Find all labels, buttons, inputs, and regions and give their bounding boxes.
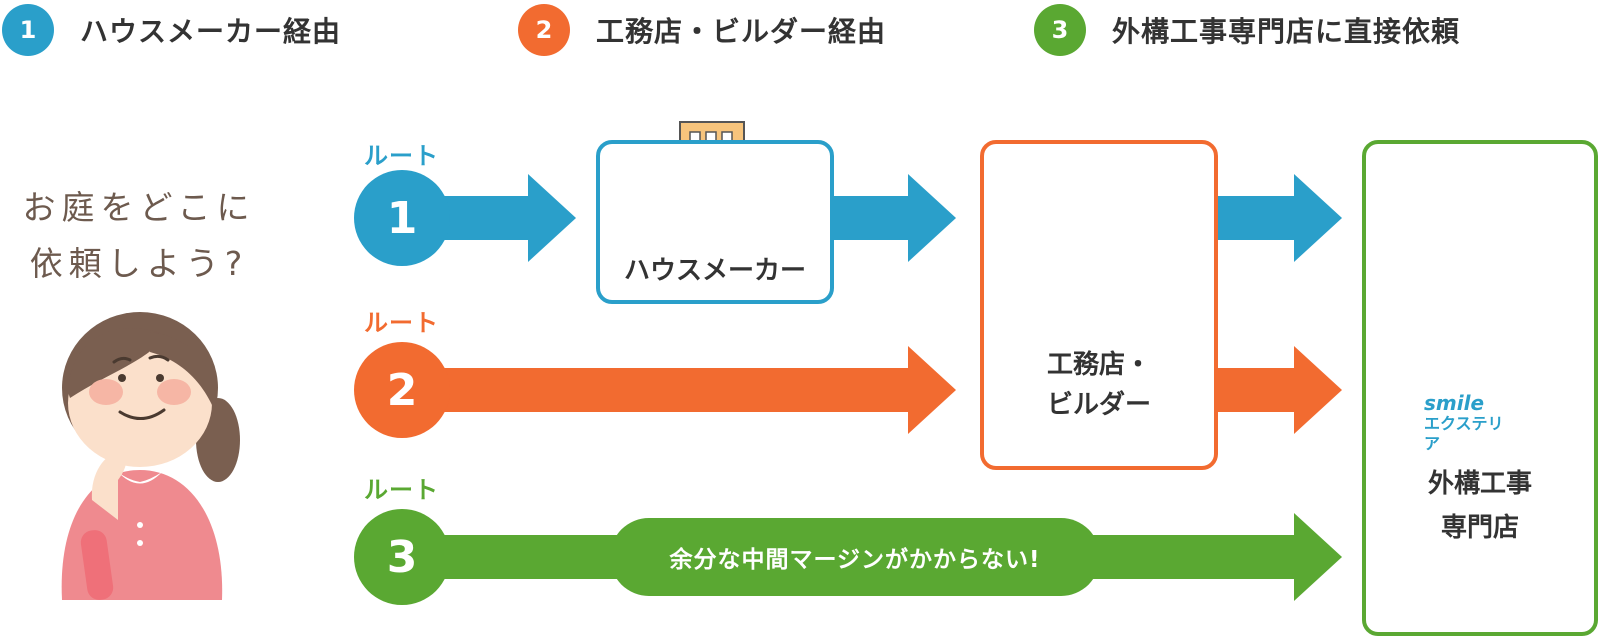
builder-label-line-2: ビルダー xyxy=(1046,390,1151,420)
route-label-2: ルート xyxy=(364,309,439,337)
route-number-3: 3 xyxy=(354,509,450,605)
legend-label-1: ハウスメーカー経由 xyxy=(80,15,342,48)
legend-label-2: 工務店・ビルダー経由 xyxy=(596,15,887,48)
route-label-1: ルート xyxy=(364,142,439,170)
legend-number-3: 3 xyxy=(1034,4,1086,56)
smile-logo-text: smile エクステリア xyxy=(1424,392,1514,454)
exterior-logo-word: エクステリア xyxy=(1424,414,1504,453)
builder-label: 工務店・ ビルダー xyxy=(980,345,1218,425)
exterior-specialist-label: 外構工事 専門店 xyxy=(1362,462,1598,550)
question-line-1: お庭をどこに xyxy=(22,188,256,227)
legend-number-2: 2 xyxy=(518,4,570,56)
route-label-3: ルート xyxy=(364,476,439,504)
builder-box xyxy=(980,140,1218,470)
route-number-2: 2 xyxy=(354,342,450,438)
smile-logo-word: smile xyxy=(1424,391,1485,415)
legend-route-2: 2 工務店・ビルダー経由 xyxy=(518,4,886,56)
legend-label-3: 外構工事専門店に直接依頼 xyxy=(1112,15,1461,48)
route-number-1: 1 xyxy=(354,170,450,266)
house-maker-label: ハウスメーカー xyxy=(623,256,806,286)
house-maker-box xyxy=(596,140,834,304)
exterior-specialist-box xyxy=(1362,140,1598,636)
question-text: お庭をどこに 依頼しよう? xyxy=(14,180,264,292)
exterior-label-line-1: 外構工事 xyxy=(1427,469,1532,499)
legend-route-3: 3 外構工事専門店に直接依頼 xyxy=(1034,4,1460,56)
no-margin-message: 余分な中間マージンがかからない! xyxy=(610,518,1100,596)
exterior-label-line-2: 専門店 xyxy=(1440,513,1519,543)
legend-number-1: 1 xyxy=(2,4,54,56)
route-2-arrows xyxy=(400,346,1342,434)
question-line-2: 依頼しよう? xyxy=(29,244,249,283)
person-illustration xyxy=(61,312,240,600)
builder-label-line-1: 工務店・ xyxy=(1046,350,1151,380)
legend-route-1: 1 ハウスメーカー経由 xyxy=(2,4,341,56)
